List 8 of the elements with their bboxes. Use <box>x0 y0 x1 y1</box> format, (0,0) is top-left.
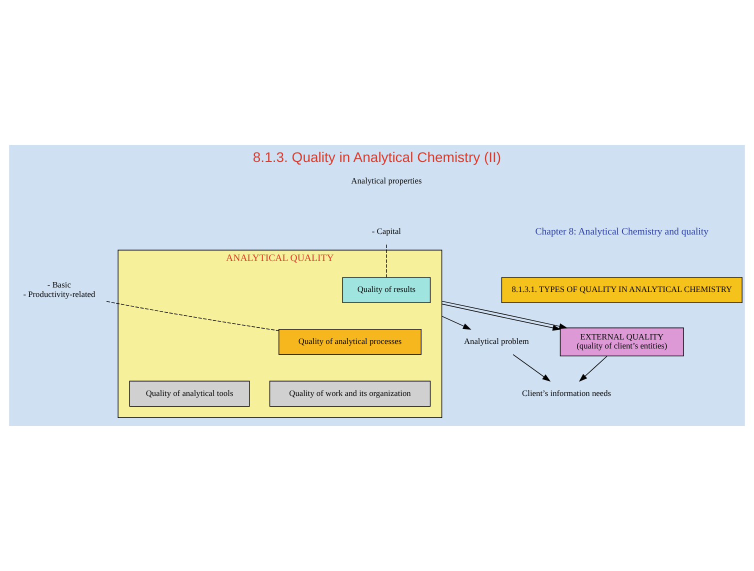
arrow <box>441 304 562 331</box>
arrow <box>578 356 608 382</box>
arrow <box>441 300 568 330</box>
diagram-title: 8.1.3. Quality in Analytical Chemistry (II) <box>252 148 502 165</box>
label: Chapter 8: Analytical Chemistry and quality <box>535 226 709 238</box>
connector <box>386 244 387 278</box>
arrow <box>441 316 472 330</box>
arrow <box>512 354 551 382</box>
